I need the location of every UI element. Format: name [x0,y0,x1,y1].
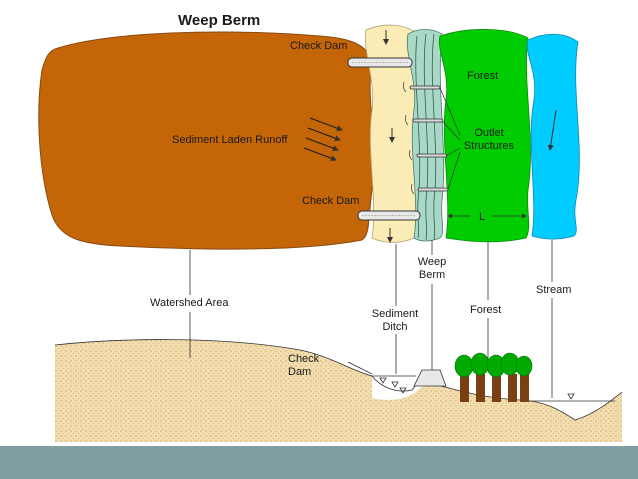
label-check-dam-top: Check Dam [290,40,348,52]
label-check-dam-section: Check Dam [288,353,319,379]
label-weep-line2: Berm [418,269,446,281]
section-check-dam [413,369,447,387]
label-length: L [479,211,486,223]
label-outlet-structures: Outlet Structures [460,127,518,153]
stream-shape [526,33,580,240]
label-check-line1: Check [288,353,320,365]
outlet-structures [409,85,449,192]
runoff-arrows [303,117,343,162]
label-check-line2: Dam [288,366,312,378]
forest-shape [438,29,531,243]
label-watershed-area: Watershed Area [150,297,229,309]
check-dam-bottom-shape [357,210,421,221]
label-sediment-ditch: Sediment Ditch [362,308,428,334]
label-stream: Stream [536,284,572,296]
label-outlet-line1: Outlet [474,127,504,139]
footer-bar [0,446,638,479]
label-weep-line1: Weep [417,256,447,268]
check-dam-top-shape [347,57,413,68]
diagram-title: Weep Berm [178,12,261,29]
label-forest-plan: Forest [467,70,499,82]
watershed-area-shape [38,31,375,250]
section-ditch [347,361,416,394]
label-check-dam-bottom: Check Dam [302,195,360,207]
label-ditch-line2: Ditch [382,321,408,333]
label-runoff: Sediment Laden Runoff [172,134,288,146]
label-outlet-line2: Structures [463,140,515,152]
label-ditch-line1: Sediment [371,308,419,320]
ground-section [55,339,622,442]
label-weep-berm: Weep Berm [412,256,452,282]
section-trees [454,352,533,402]
label-forest-section: Forest [470,304,502,316]
